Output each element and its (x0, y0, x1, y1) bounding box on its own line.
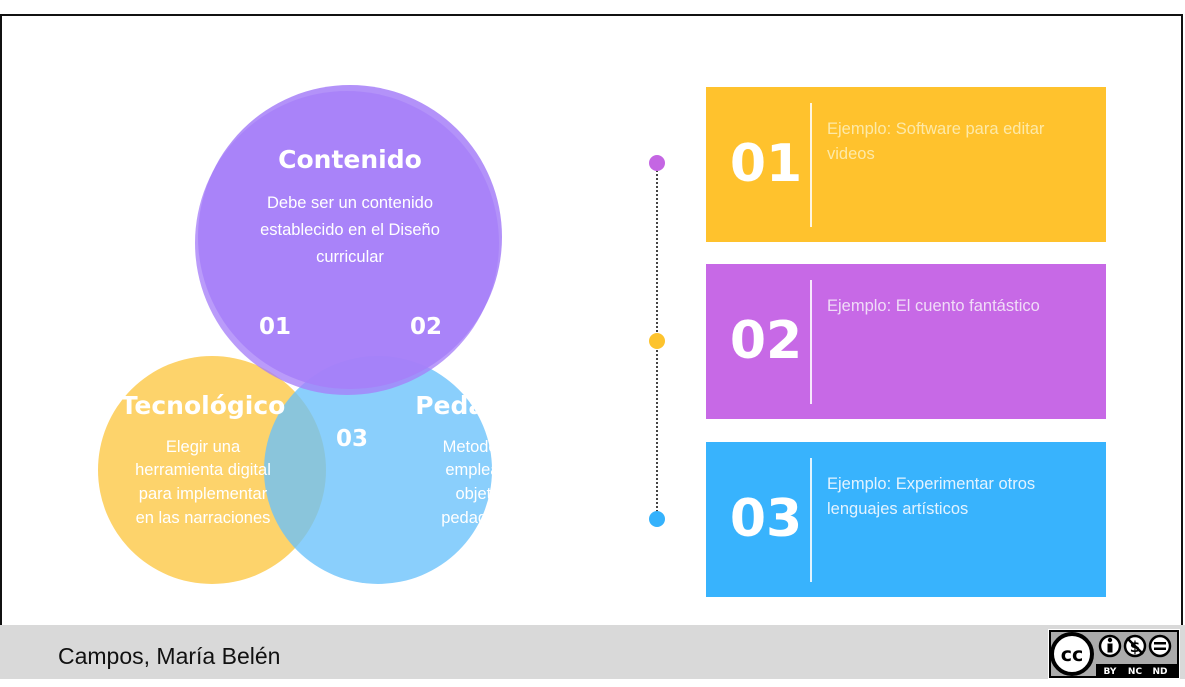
slide-frame (0, 14, 1183, 679)
box-number: 03 (729, 489, 803, 549)
footer: Campos, María Belén cc $ BY NC ND (0, 625, 1185, 679)
box-text: Ejemplo: Software para editar videos (827, 120, 1045, 163)
contenido-title: Contenido (278, 145, 422, 174)
timeline-dot-3 (649, 511, 665, 527)
example-box-03: 03 Ejemplo: Experimentar otros lenguajes… (706, 442, 1106, 597)
circle-tecnologico (98, 356, 326, 584)
tecnologico-line-4: en las narraciones (136, 509, 271, 527)
example-box-01: 01 Ejemplo: Software para editar videos (706, 87, 1106, 242)
pedagogico-line-1: Metodología (443, 438, 535, 456)
intersection-03: 03 (336, 426, 368, 452)
license-nc: NC (1128, 667, 1143, 677)
timeline-dot-1 (649, 155, 665, 171)
tecnologico-line-2: herramienta digital (135, 461, 271, 479)
box-text: Ejemplo: Experimentar otros lenguajes ar… (827, 475, 1036, 518)
cc-mark: cc (1061, 644, 1084, 666)
box-divider (810, 458, 812, 582)
box-number: 01 (729, 134, 803, 194)
example-box-02: 02 Ejemplo: El cuento fantástico (706, 264, 1106, 419)
box-divider (810, 103, 812, 227)
tecnologico-line-3: para implementar (139, 485, 268, 503)
author-name: Campos, María Belén (58, 643, 281, 669)
timeline-dot-2 (649, 333, 665, 349)
intersection-02: 02 (410, 314, 442, 340)
tecnologico-line-1: Elegir una (166, 438, 241, 456)
box-divider (810, 280, 812, 404)
box-number: 02 (729, 311, 803, 371)
venn-diagram: Contenido Debe ser un contenido establec… (98, 85, 579, 584)
pedagogico-line-3: objetivos (455, 485, 520, 503)
box-text: Ejemplo: El cuento fantástico (827, 297, 1040, 315)
tecnologico-title: Tecnológico (121, 391, 286, 420)
pedagogico-title: Pedagógico (415, 391, 579, 420)
contenido-line-3: curricular (316, 248, 384, 266)
circle-pedagogico (264, 356, 492, 584)
contenido-line-2: establecido en el Diseño (260, 221, 440, 239)
contenido-line-1: Debe ser un contenido (267, 194, 433, 212)
circle-contenido (198, 85, 502, 389)
cc-by-nc-nd-license-icon: cc $ BY NC ND (1048, 629, 1180, 679)
pedagogico-line-2: empleada y (445, 461, 531, 479)
license-nd: ND (1152, 667, 1167, 677)
license-by: BY (1104, 667, 1117, 677)
intersection-01: 01 (259, 314, 291, 340)
pedagogico-line-4: pedagógicos (441, 509, 535, 527)
